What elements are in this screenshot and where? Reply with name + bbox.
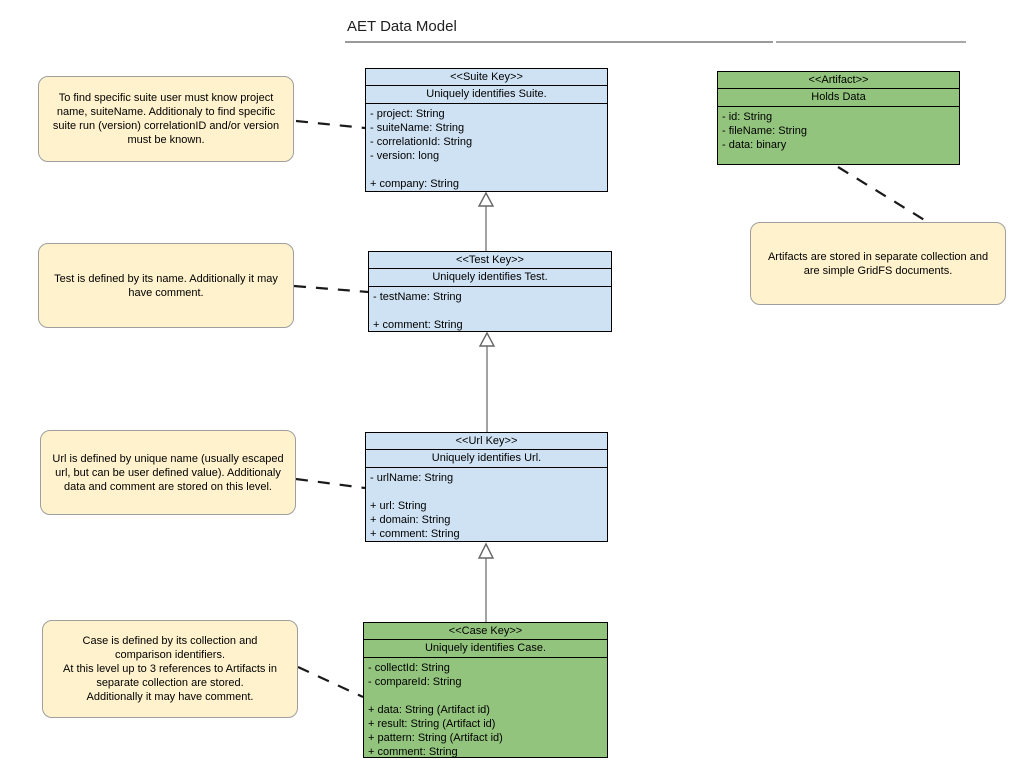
class-attributes: - id: String - fileName: String - data: bi…	[718, 107, 959, 152]
attribute-line: - correlationId: String	[370, 136, 473, 148]
attribute-line: + comment: String	[373, 319, 463, 331]
attribute-line: + pattern: String (Artifact id)	[368, 732, 503, 744]
note-text: Test is defined by its name. Additionall…	[54, 272, 278, 299]
class-description: Holds Data	[718, 89, 959, 107]
class-stereotype: <<Test Key>>	[369, 252, 611, 269]
class-attributes: - testName: String + comment: String	[369, 287, 611, 332]
class-suite-key[interactable]: <<Suite Key>> Uniquely identifies Suite.…	[365, 68, 608, 192]
generalization-arrow-icon	[478, 331, 496, 347]
class-artifact[interactable]: <<Artifact>> Holds Data - id: String - fi…	[717, 71, 960, 165]
connector-note-suite[interactable]	[295, 119, 366, 130]
class-stereotype: <<Suite Key>>	[366, 69, 607, 86]
attribute-line: - urlName: String	[370, 472, 454, 484]
attribute-line: - data: binary	[722, 139, 787, 151]
attribute-line: + url: String	[370, 500, 427, 512]
title-underline	[345, 41, 773, 43]
attribute-line	[368, 689, 603, 703]
connector-artifact-note[interactable]	[837, 166, 932, 225]
attribute-line: + result: String (Artifact id)	[368, 718, 496, 730]
attribute-line: + company: String	[370, 178, 459, 190]
attribute-line: - id: String	[722, 111, 773, 123]
attribute-line: - testName: String	[373, 291, 462, 303]
attribute-line: - project: String	[370, 108, 445, 120]
class-description: Uniquely identifies Case.	[364, 640, 607, 658]
note-text: Artifacts are stored in separate collect…	[767, 250, 989, 277]
attribute-line: - fileName: String	[722, 125, 807, 137]
note-artifact[interactable]: Artifacts are stored in separate collect…	[750, 222, 1006, 305]
attribute-line: + comment: String	[370, 528, 460, 540]
class-url-key[interactable]: <<Url Key>> Uniquely identifies Url. - u…	[365, 432, 608, 542]
attribute-line	[370, 485, 603, 499]
title-underline-right	[776, 41, 966, 43]
class-stereotype: <<Artifact>>	[718, 72, 959, 89]
generalization-arrow-icon	[477, 191, 495, 207]
attribute-line: + domain: String	[370, 514, 451, 526]
class-attributes: - urlName: String + url: String + domain: …	[366, 468, 607, 541]
edge-case-to-url[interactable]	[477, 542, 495, 622]
generalization-arrow-icon	[477, 542, 495, 559]
class-test-key[interactable]: <<Test Key>> Uniquely identifies Test. -…	[368, 251, 612, 332]
diagram-title: AET Data Model	[347, 18, 457, 35]
connector-note-url[interactable]	[295, 477, 366, 490]
attribute-line: - suiteName: String	[370, 122, 465, 134]
class-stereotype: <<Url Key>>	[366, 433, 607, 450]
edge-test-to-suite[interactable]	[477, 191, 495, 251]
class-stereotype: <<Case Key>>	[364, 623, 607, 640]
class-description: Uniquely identifies Suite.	[366, 86, 607, 104]
attribute-line: - collectId: String	[368, 662, 450, 674]
note-suite[interactable]: To find specific suite user must know pr…	[38, 76, 294, 162]
attribute-line: - version: long	[370, 150, 440, 162]
attribute-line: + data: String (Artifact id)	[368, 704, 490, 716]
attribute-line	[373, 304, 607, 318]
note-test[interactable]: Test is defined by its name. Additionall…	[38, 243, 294, 328]
connector-note-case[interactable]	[297, 666, 364, 698]
class-description: Uniquely identifies Url.	[366, 450, 607, 468]
attribute-line: - compareId: String	[368, 676, 462, 688]
note-text: Url is defined by unique name (usually e…	[52, 452, 284, 493]
class-case-key[interactable]: <<Case Key>> Uniquely identifies Case. -…	[363, 622, 608, 758]
note-text: Case is defined by its collection and co…	[63, 635, 277, 703]
class-attributes: - project: String - suiteName: String - co…	[366, 104, 607, 191]
class-attributes: - collectId: String - compareId: String + …	[364, 658, 607, 759]
note-url[interactable]: Url is defined by unique name (usually e…	[40, 430, 296, 515]
edge-url-to-test[interactable]	[478, 331, 496, 432]
note-case[interactable]: Case is defined by its collection and co…	[42, 620, 298, 718]
note-text: To find specific suite user must know pr…	[52, 92, 280, 146]
class-description: Uniquely identifies Test.	[369, 269, 611, 287]
attribute-line	[370, 163, 603, 177]
connector-note-test[interactable]	[293, 284, 369, 294]
attribute-line: + comment: String	[368, 746, 458, 758]
